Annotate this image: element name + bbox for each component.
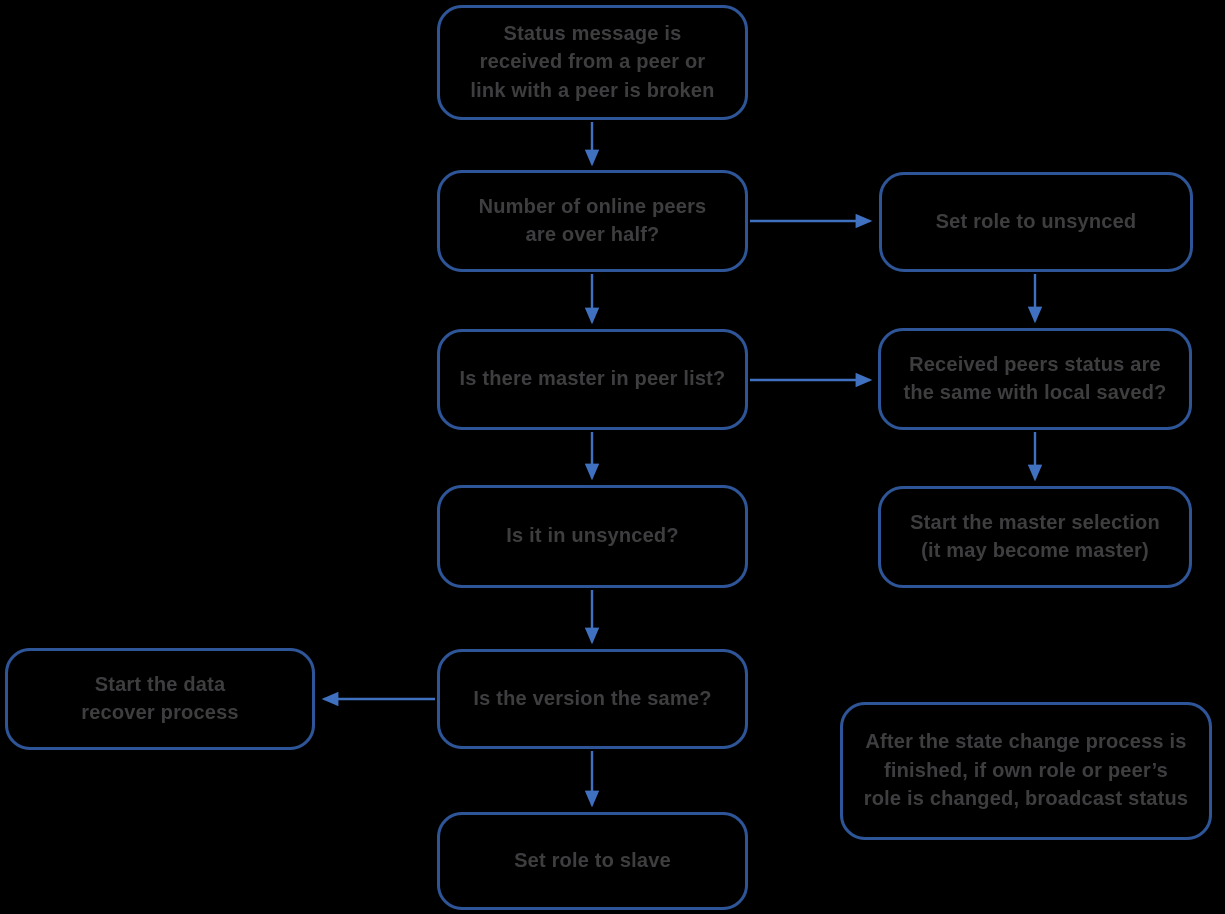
node-set-role-unsynced-label: Set role to unsynced: [935, 210, 1137, 233]
node-is-in-unsynced-label: Is it in unsynced?: [506, 525, 679, 548]
node-is-in-unsynced: Is it in unsynced?: [437, 485, 748, 588]
node-master-in-peer-list-label: Is there master in peer list?: [459, 368, 726, 391]
node-start-master-selection: Start the master selection (it may becom…: [878, 486, 1192, 588]
node-peers-status-same: Received peers status are the same with …: [878, 328, 1192, 430]
node-status-received-label: Status message is received from a peer o…: [470, 22, 715, 102]
node-set-role-unsynced: Set role to unsynced: [879, 172, 1193, 272]
node-broadcast-note: After the state change process is finish…: [840, 702, 1212, 840]
node-start-master-selection-label: Start the master selection (it may becom…: [910, 511, 1160, 562]
node-set-role-slave: Set role to slave: [437, 812, 748, 910]
node-peers-over-half: Number of online peers are over half?: [437, 170, 748, 272]
node-start-data-recover: Start the data recover process: [5, 648, 315, 750]
node-peers-over-half-label: Number of online peers are over half?: [478, 195, 707, 246]
node-set-role-slave-label: Set role to slave: [514, 849, 671, 872]
node-peers-status-same-label: Received peers status are the same with …: [903, 353, 1167, 404]
node-is-version-same: Is the version the same?: [437, 649, 748, 749]
node-is-version-same-label: Is the version the same?: [473, 687, 712, 710]
node-master-in-peer-list: Is there master in peer list?: [437, 329, 748, 430]
node-start-data-recover-label: Start the data recover process: [81, 673, 239, 724]
node-broadcast-note-label: After the state change process is finish…: [863, 731, 1189, 811]
node-status-received: Status message is received from a peer o…: [437, 5, 748, 120]
